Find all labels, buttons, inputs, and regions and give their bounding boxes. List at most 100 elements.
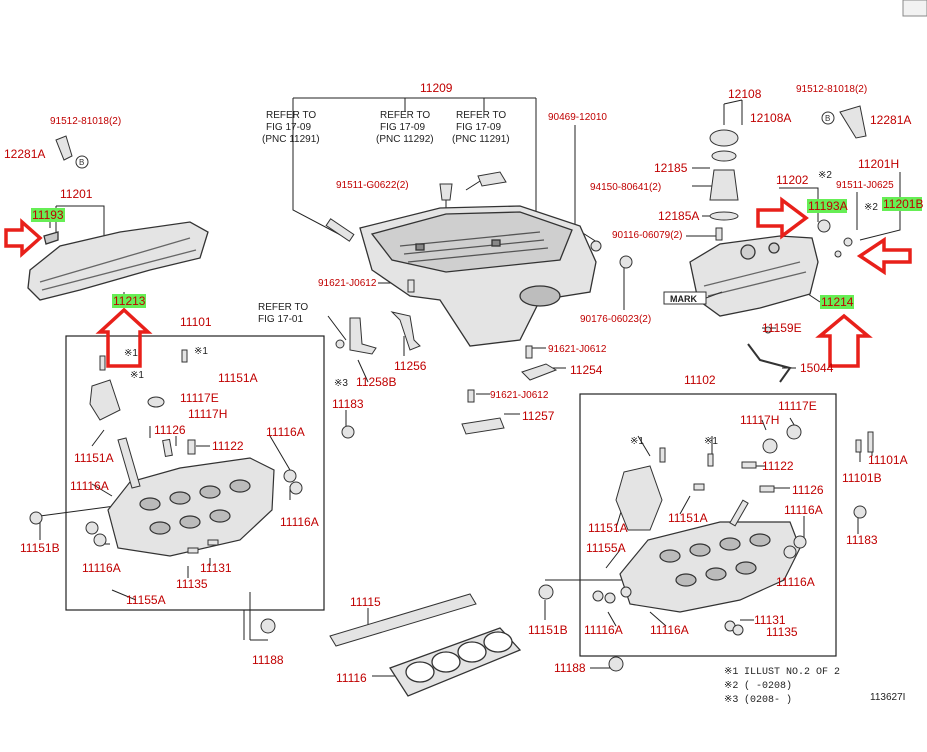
refer-1-line3: (PNC 11291) [262,134,320,145]
label-11126-b: 11126 [792,483,824,497]
left-valve-cover [27,221,209,301]
refer-4-line1: REFER TO [258,302,308,313]
label-11122-a: 11122 [212,439,244,453]
label-11116A-c: 11116A [280,515,319,529]
left-bolt-12281A: B [55,135,89,169]
right-valve-cover [689,235,819,317]
highlights [31,197,922,309]
label-11117E-b: 11117E [778,399,817,413]
label-91511-J0625: 91511-J0625 [836,180,894,191]
label-11213: 11213 [113,294,146,308]
left-cylinder-head [107,457,275,557]
label-11201H: 11201H [858,157,899,171]
brackets-middle [335,279,558,435]
hose-15044 [747,326,792,383]
label-11183-b: 11183 [846,533,878,547]
label-11256: 11256 [394,359,427,373]
refer-4-line2: FIG 17-01 [258,314,303,325]
label-11151B-a: 11151B [20,541,60,555]
part-labels: 11209 90469-12010 12108 12108A 91512-810… [4,81,923,685]
refer-3-line3: (PNC 11291) [452,134,510,145]
label-11116A-a: 11116A [266,425,305,439]
label-11117H-b: 11117H [740,413,779,427]
label-11188-b: 11188 [554,661,586,675]
legend-2-mark: ※2 [724,681,738,692]
window-corner-box [902,0,927,17]
arrow-left-cover [4,218,43,258]
svg-text:B: B [825,114,830,123]
left-head-small-parts [29,349,355,634]
legend-3-mark: ※3 [724,695,738,706]
refer-to-notes: REFER TO FIG 17-09 (PNC 11291) REFER TO … [258,110,510,325]
label-11151A-d: 11151A [668,511,708,525]
refer-3-line1: REFER TO [456,110,506,121]
label-91511-G0622: 91511-G0622(2) [336,180,409,191]
refer-3-line2: FIG 17-09 [456,122,501,133]
oil-filler-stack [709,129,739,241]
label-91621-b: 91621-J0612 [548,344,607,355]
arrow-11213 [95,307,153,368]
right-head-small-parts [538,424,874,672]
legend-1-mark: ※1 [724,667,738,678]
label-11201: 11201 [60,187,93,201]
label-11214: 11214 [821,295,854,309]
label-11101B: 11101B [842,471,882,485]
label-11116A-h: 11116A [650,623,689,637]
label-11151B-b: 11151B [528,623,568,637]
label-11151A-b: 11151A [74,451,114,465]
leader-lines [39,97,901,677]
refer-1-line1: REFER TO [266,110,316,121]
legend-1-text: ILLUST NO.2 OF 2 [744,667,840,678]
label-11188-a: 11188 [252,653,284,667]
head-gasket-11116 [389,627,522,697]
label-11151A-c: 11151A [588,521,628,535]
star-markers: ※2 ※2 ※1 ※1 ※1 ※3 ※1 ※1 [124,170,878,447]
refer-2-line2: FIG 17-09 [380,122,425,133]
label-91512-left: 91512-81018(2) [50,116,121,127]
label-11201B: 11201B [883,197,923,211]
star-2b: ※2 [864,202,878,213]
label-12108A: 12108A [750,111,791,125]
label-11193A: 11193A [808,199,848,213]
label-11155A-b: 11155A [586,541,626,555]
label-90469-12010: 90469-12010 [548,112,607,123]
label-11155A-a: 11155A [126,593,166,607]
legend-2-text: ( -0208) [744,680,792,692]
label-12281A-right: 12281A [870,113,911,127]
label-91621-c: 91621-J0612 [490,390,549,401]
label-11115: 11115 [350,595,381,609]
label-11116A-d: 11116A [82,561,121,575]
label-11135-b: 11135 [766,625,798,639]
label-11116A-f: 11116A [776,575,815,589]
label-11258B: 11258B [356,375,396,389]
label-11126-a: 11126 [154,423,186,437]
star-1c: ※1 [130,370,144,381]
star-3: ※3 [334,378,348,389]
label-11183-a: 11183 [332,397,364,411]
label-94150: 94150-80641(2) [590,182,661,193]
red-arrows [4,196,912,368]
label-11257: 11257 [522,409,555,423]
label-11209: 11209 [420,81,453,95]
refer-2-line3: (PNC 11292) [376,134,434,145]
engine-cover-11209 [359,205,597,347]
star-1e: ※1 [704,436,718,447]
svg-text:B: B [79,158,84,167]
label-11131-b: 11131 [754,613,786,627]
gasket-11115 [329,593,477,647]
label-11116: 11116 [336,671,367,685]
mark-badge: MARK [670,294,697,304]
label-11117H-a: 11117H [188,407,227,421]
label-11116A-g: 11116A [584,623,623,637]
star-1a: ※1 [124,348,138,359]
label-11254: 11254 [570,363,603,377]
label-15044: 15044 [800,361,834,375]
star-1b: ※1 [194,346,208,357]
refer-1-line2: FIG 17-09 [266,122,311,133]
label-11151A-a: 11151A [218,371,258,385]
label-12108: 12108 [728,87,762,101]
label-11193: 11193 [32,208,64,222]
arrow-11193A [756,196,809,240]
legend: ※1 ILLUST NO.2 OF 2 ※2 ( -0208) ※3 (0208… [724,667,840,706]
